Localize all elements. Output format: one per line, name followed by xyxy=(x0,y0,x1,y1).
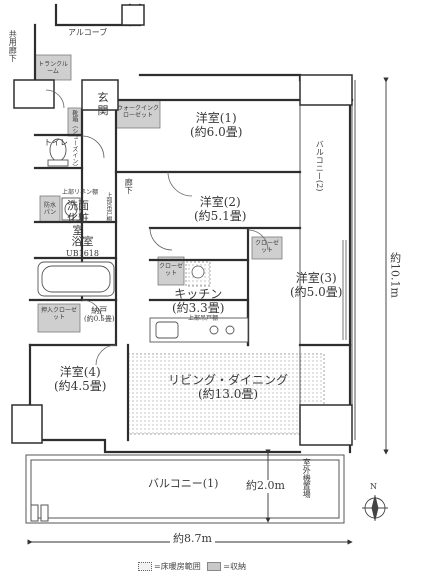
compass-icon xyxy=(362,495,388,521)
label-western-2: 洋室(2) (約5.1畳) xyxy=(194,195,247,224)
label-western-4: 洋室(4) (約4.5畳) xyxy=(54,365,107,394)
label-nando: 納戸 (約0.5畳) xyxy=(84,306,115,323)
western-1-size: (約6.0畳) xyxy=(190,124,243,139)
label-balcony-1: バルコニー(1) xyxy=(148,477,219,490)
dimension-width: 約8.7m xyxy=(170,532,215,546)
balcony-1-outline xyxy=(25,454,345,524)
living-size: (約13.0畳) xyxy=(197,386,259,401)
toilet-fixture xyxy=(47,138,69,167)
western-2-size: (約5.1畳) xyxy=(194,208,247,223)
living-name: リビング・ダイニング xyxy=(168,373,289,387)
columns xyxy=(11,4,353,446)
label-upper-cabinet: 上部吊戸棚 xyxy=(188,315,219,322)
western-4-size: (約4.5畳) xyxy=(54,378,107,393)
label-alcove: アルコーブ xyxy=(68,28,108,37)
bathtub xyxy=(37,261,115,297)
label-entrance: 玄関 xyxy=(97,91,109,117)
western-3-name: 洋室(3) xyxy=(295,271,337,285)
storage-fills xyxy=(34,54,283,333)
kitchen-counter xyxy=(149,317,249,343)
label-bath: 浴室 UB1618 xyxy=(66,235,99,258)
bath-size: UB1618 xyxy=(66,248,99,258)
label-trunk-room: トランクルーム xyxy=(38,61,68,75)
label-hallway: 廊下 xyxy=(124,178,134,194)
label-closet-kitchen: クローゼット xyxy=(158,263,183,277)
kitchen-size: (約3.3畳) xyxy=(172,300,225,315)
label-walkin-closet: ウォークインクローゼット xyxy=(117,105,160,119)
label-western-1: 洋室(1) (約6.0畳) xyxy=(190,111,243,140)
label-common-corridor: 共用廊下 xyxy=(8,30,18,62)
label-waterproof-pan: 防水パン xyxy=(43,202,57,216)
nando-size: (約0.5畳) xyxy=(84,315,115,324)
dimension-balcony-depth: 約2.0m xyxy=(246,479,285,493)
label-washroom: 洗面化粧室 xyxy=(67,199,89,238)
label-living: リビング・ダイニング (約13.0畳) xyxy=(168,373,289,402)
label-oshiire: 押入クローゼット xyxy=(40,307,77,321)
heated-zone-living xyxy=(127,353,325,435)
legend-storage-text: =収納 xyxy=(223,562,246,571)
label-shoe-closet: 靴箱（シューズイン） xyxy=(70,110,78,170)
label-western-3: 洋室(3) (約5.0畳) xyxy=(290,271,343,300)
legend: =床暖房範囲 =収納 xyxy=(138,561,246,572)
window-right xyxy=(342,240,347,340)
western-1-name: 洋室(1) xyxy=(195,111,237,125)
dimension-depth: 約10.1m xyxy=(388,252,402,298)
kitchen-name: キッチン xyxy=(174,287,223,301)
fridge-mark xyxy=(191,265,205,279)
western-4-name: 洋室(4) xyxy=(59,365,101,379)
legend-storage-swatch xyxy=(207,562,222,571)
vanity-sink xyxy=(61,197,81,221)
label-toilet: トイレ xyxy=(44,138,68,147)
western-2-name: 洋室(2) xyxy=(199,195,241,209)
label-closet-w3: クローゼット xyxy=(254,240,279,254)
legend-heated-swatch xyxy=(138,562,152,571)
legend-heated-text: =床暖房範囲 xyxy=(154,562,201,571)
bath-name: 浴室 xyxy=(71,235,94,248)
doors xyxy=(45,89,269,366)
label-upper-shelf: 上部吊戸棚 xyxy=(104,192,112,222)
western-3-size: (約5.0畳) xyxy=(290,284,343,299)
label-outdoor-unit: 室外機置場 xyxy=(302,458,312,498)
label-balcony-2: バルコニー(2) xyxy=(315,140,325,192)
nando-name: 納戸 xyxy=(91,306,108,315)
compass-north-label: N xyxy=(370,482,377,491)
balcony-posts xyxy=(30,504,49,522)
label-linen-shelf: 上部リネン棚 xyxy=(62,189,99,196)
label-kitchen: キッチン (約3.3畳) xyxy=(172,287,225,316)
